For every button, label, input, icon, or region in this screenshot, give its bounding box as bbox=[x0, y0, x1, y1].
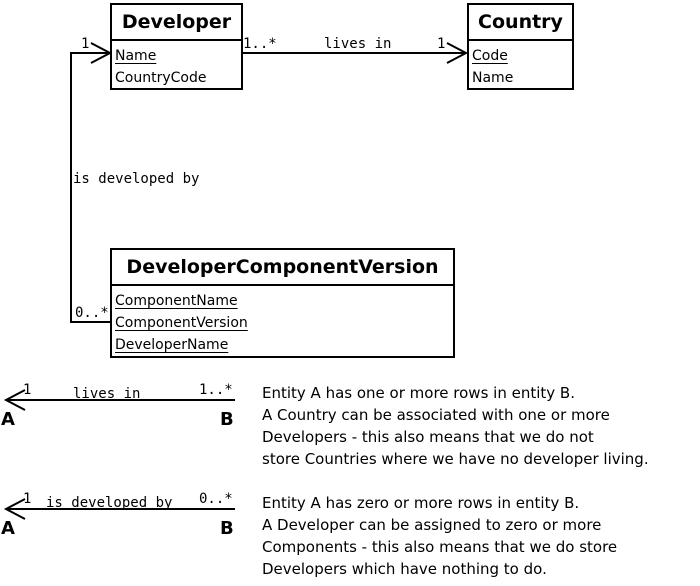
dcv-attr-componentname: ComponentName bbox=[115, 293, 238, 309]
country-title: Country bbox=[469, 5, 572, 41]
dcv-title: DeveloperComponentVersion bbox=[112, 250, 453, 286]
lives-in-arrowhead bbox=[446, 42, 469, 64]
lives-in-to-cardinality: 1 bbox=[437, 36, 446, 52]
dcv-attributes: ComponentName ComponentVersion Developer… bbox=[112, 286, 453, 356]
country-entity[interactable]: Country Code Name bbox=[467, 3, 574, 90]
country-attr-code: Code bbox=[472, 48, 508, 64]
dcv-attr-developername: DeveloperName bbox=[115, 337, 229, 353]
country-attr-name: Name bbox=[472, 70, 514, 86]
legend1-end-a: A bbox=[1, 409, 15, 430]
developed-by-to-cardinality: 1 bbox=[81, 36, 90, 52]
lives-in-label: lives in bbox=[324, 36, 392, 52]
legend2-card-a: 1 bbox=[23, 491, 32, 507]
legend2-card-b: 0..* bbox=[199, 491, 233, 507]
legend1-description-line1: Entity A has one or more rows in entity … bbox=[262, 384, 575, 402]
developer-entity[interactable]: Developer Name CountryCode bbox=[110, 3, 243, 90]
country-attributes: Code Name bbox=[469, 41, 572, 89]
developer-attributes: Name CountryCode bbox=[112, 41, 241, 89]
developer-attr-countrycode: CountryCode bbox=[115, 70, 207, 86]
dcv-attr-componentversion: ComponentVersion bbox=[115, 315, 248, 331]
developer-attr-name: Name bbox=[115, 48, 157, 64]
developed-by-from-cardinality: 0..* bbox=[75, 305, 109, 321]
legend1-description-line4: store Countries where we have no develop… bbox=[262, 450, 649, 468]
developer-title: Developer bbox=[112, 5, 241, 41]
developed-by-line bbox=[70, 52, 111, 323]
lives-in-from-cardinality: 1..* bbox=[243, 36, 277, 52]
legend1-card-b: 1..* bbox=[199, 382, 233, 398]
developer-component-version-entity[interactable]: DeveloperComponentVersion ComponentName … bbox=[110, 248, 455, 358]
legend1-card-a: 1 bbox=[23, 382, 32, 398]
legend2-description-line2: A Developer can be assigned to zero or m… bbox=[262, 516, 602, 534]
legend2-description-line1: Entity A has zero or more rows in entity… bbox=[262, 494, 580, 512]
legend2-description-line3: Components - this also means that we do … bbox=[262, 538, 618, 556]
developed-by-label: is developed by bbox=[73, 171, 200, 187]
legend1-description-line3: Developers - this also means that we do … bbox=[262, 428, 594, 446]
legend2-arrowhead bbox=[3, 498, 26, 520]
legend1-end-b: B bbox=[220, 409, 234, 430]
legend2-end-b: B bbox=[220, 518, 234, 539]
legend2-description-line4: Developers which have nothing to do. bbox=[262, 560, 547, 578]
legend2-end-a: A bbox=[1, 518, 15, 539]
legend1-label: lives in bbox=[73, 386, 141, 402]
legend2-label: is developed by bbox=[46, 495, 173, 511]
legend1-arrowhead bbox=[3, 389, 26, 411]
legend1-description-line2: A Country can be associated with one or … bbox=[262, 406, 610, 424]
